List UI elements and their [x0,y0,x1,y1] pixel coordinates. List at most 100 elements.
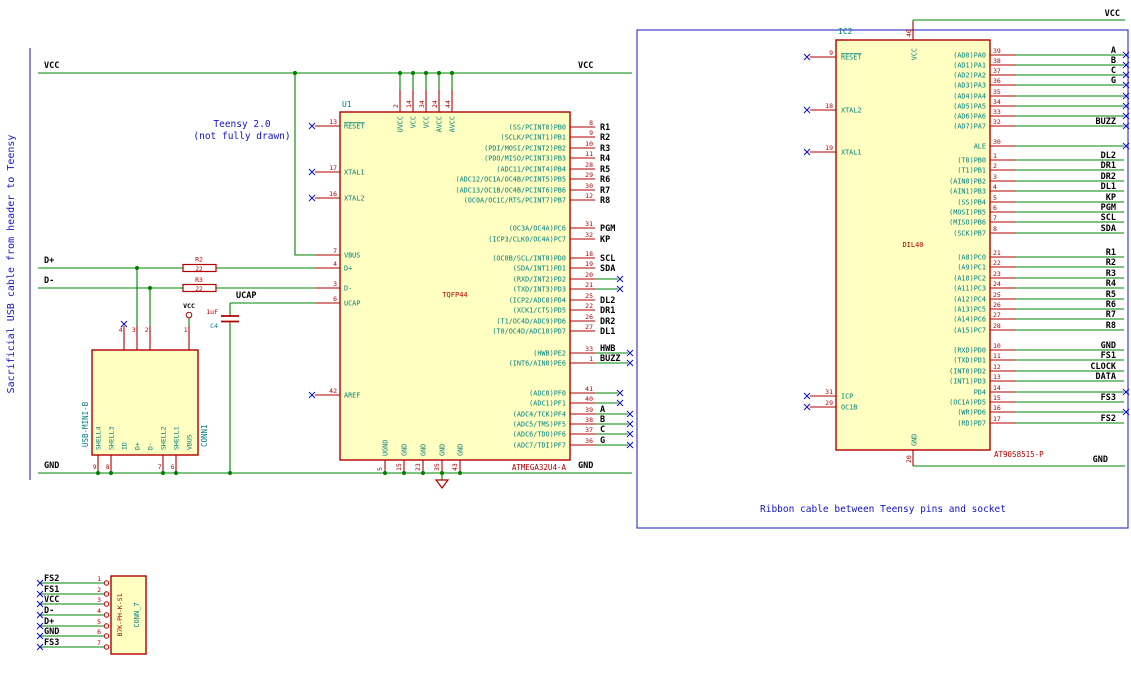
junction-dot [227,470,233,476]
pin-number: 21 [993,249,1001,257]
pin-number: 31 [585,220,593,228]
conn1-body[interactable] [91,349,199,456]
c4-value: 1uF [206,308,218,316]
pin-number: 17 [993,415,1001,423]
junction-dot [160,470,166,476]
net-label: DL2 [600,296,615,306]
pin-number: 7 [993,214,997,222]
net-label: R4 [1106,279,1116,289]
pin-number: 1 [184,327,188,334]
net-label: DR1 [1101,161,1116,171]
pin-number: 22 [585,302,593,310]
c4-capacitor-icon[interactable] [221,315,239,323]
pin-number: 7 [158,464,162,471]
net-label: GND [1101,341,1116,351]
pin-name: RESET [841,53,861,61]
pin-name: (OC1A)PD5 [949,398,986,406]
net-label-gnd: GND [1093,455,1108,465]
pin-number: 40 [905,29,913,37]
pin-stub [803,392,811,400]
pin-name: GND [401,444,409,456]
net-label: D- [44,606,54,616]
net-label: PGM [1101,203,1116,213]
net-label: FS1 [44,585,59,595]
pin-number: 8 [106,464,110,471]
net-label: FS1 [1101,351,1116,361]
pin-number: 11 [993,352,1001,360]
pin-name: (TXD/INT3)PD3 [513,285,566,293]
pin-name: (ADC13/OC1B/OC4B/PCINT6)PB6 [456,186,567,194]
pin-stub [1122,408,1130,416]
pin-stub [308,122,316,130]
pin-number: 22 [993,259,1001,267]
pin-name: VBUS [344,251,360,259]
pin-number: 6 [97,628,101,636]
pin-number: 5 [993,194,997,202]
pin-number: 6 [993,204,997,212]
pin-name: (AD5)PA5 [953,102,986,110]
net-label-dminus: D- [44,276,54,286]
pin-number: 24 [993,280,1001,288]
pin-number: 8 [993,225,997,233]
pin-number: 9 [93,464,97,471]
pin-circle [103,623,110,629]
pin-name: ID [121,442,129,450]
pin-number: 26 [585,313,593,321]
pin-number: 7 [333,247,337,255]
net-label: R5 [600,165,610,175]
pin-circle [103,633,110,639]
pin-number: 39 [993,47,1001,55]
pin-name: SHELL3 [108,426,116,450]
net-label-vcc: VCC [1105,9,1120,19]
pin-number: 25 [993,291,1001,299]
net-label: G [600,436,605,446]
pin-number: 2 [392,104,400,108]
pin-name: (AD4)PA4 [953,92,986,100]
vcc-power-icon [185,311,193,319]
r3-body[interactable] [182,283,217,293]
net-label: DR2 [1101,172,1116,182]
pin-name: (RXD/INT2)PD2 [513,275,566,283]
net-label: DL2 [1101,151,1116,161]
pin-name: (AD7)PA7 [953,122,986,130]
pin-stub [616,275,624,283]
net-label: HWB [600,344,615,354]
pin-name: (XCK1/CTS)PD5 [513,306,566,314]
pin-name: (AD3)PA3 [953,81,986,89]
pin-number: 38 [585,416,593,424]
pin-circle [103,601,110,607]
pin-number: 19 [585,260,593,268]
r2-body[interactable] [182,263,217,273]
vcc-power-label: VCC [183,302,195,310]
u1-body[interactable] [339,111,571,461]
pin-name: (AD2)PA2 [953,71,986,79]
pin-number: 20 [585,271,593,279]
pin-name: (ADC5/TMS)PF5 [513,420,566,428]
pin-number: 35 [433,463,441,471]
pin-name: (T0)PB0 [957,156,986,164]
r2-reference: R2 [195,256,203,264]
net-label: A [1111,46,1116,56]
pin-number: 4 [993,183,997,191]
pin-name: (ADC0)PF0 [529,389,566,397]
net-label: R6 [1106,300,1116,310]
pin-stub [36,611,44,619]
ic2-value: AT90S8515-P [994,450,1044,459]
junction-dot [439,470,445,476]
pin-number: 29 [825,399,833,407]
pin-number: 26 [993,301,1001,309]
net-label: DATA [1096,372,1116,382]
pin-number: 32 [585,231,593,239]
pin-name: (ADC7/TDI)PF7 [513,441,566,449]
pin-number: 16 [329,190,337,198]
pin-name: (A9)PC1 [957,263,986,271]
conn7-body[interactable] [110,575,147,655]
junction-dot [457,470,463,476]
pin-name: (AIN0)PB2 [949,177,986,185]
r3-value: 22 [195,286,203,293]
conn1-value: USB-MINI-B [81,401,90,447]
r2-value: 22 [195,266,203,273]
junction-dot [382,470,388,476]
pin-name: (A12)PC4 [953,295,986,303]
net-label: G [1111,76,1116,86]
